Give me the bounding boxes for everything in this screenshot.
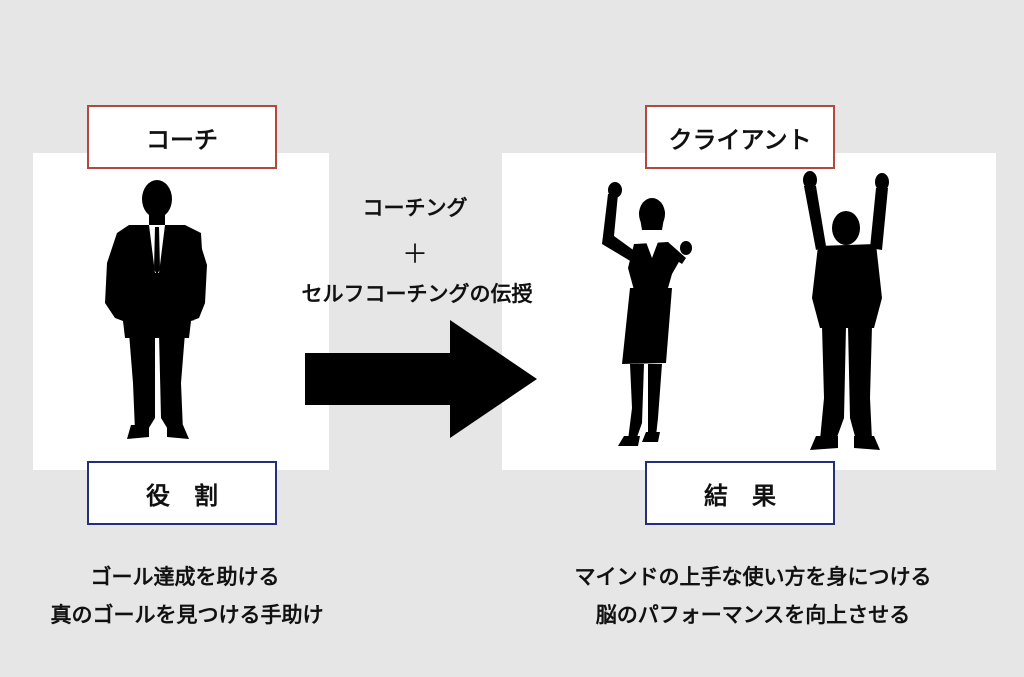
coach-panel — [33, 153, 329, 470]
process-line-self-coaching: セルフコーチングの伝授 — [301, 282, 533, 306]
right-arrow-icon — [305, 320, 537, 438]
client-caption-line2: 脳のパフォーマンスを向上させる — [595, 603, 911, 627]
client-caption-line1: マインドの上手な使い方を身につける — [574, 565, 932, 589]
businessman-silhouette-icon — [105, 180, 207, 439]
coach-caption-line2: 真のゴールを見つける手助け — [50, 603, 324, 627]
client-panel — [502, 153, 996, 470]
role-label: 役 割 — [87, 461, 277, 525]
coach-caption-line1: ゴール達成を助ける — [90, 565, 280, 589]
celebrating-man-silhouette-icon — [803, 171, 889, 450]
celebrating-woman-silhouette-icon — [602, 182, 692, 446]
client-label: クライアント — [645, 105, 835, 169]
coach-label: コーチ — [87, 105, 277, 169]
result-label: 結 果 — [645, 461, 835, 525]
process-line-plus: ＋ — [401, 240, 428, 270]
process-line-coaching: コーチング — [362, 196, 468, 220]
